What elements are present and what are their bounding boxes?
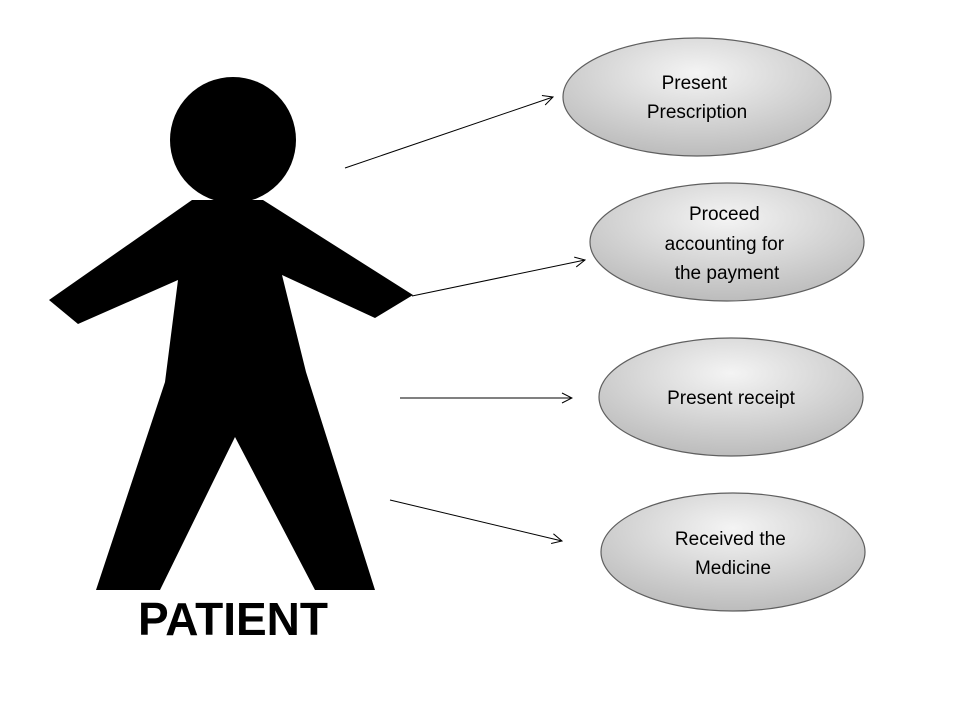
use-case-ellipse	[598, 337, 864, 457]
actor-label: PATIENT	[138, 593, 328, 645]
use-case-proceed-accounting[interactable]: Proceed accounting for the payment	[589, 182, 865, 302]
actor-body	[49, 200, 413, 590]
use-case-ellipse	[562, 37, 832, 157]
use-case-ellipse	[600, 492, 866, 612]
stick-figure-icon	[49, 77, 413, 590]
actor-head	[170, 77, 296, 203]
arrow-to-present-prescription	[344, 97, 553, 169]
use-case-label: Present Prescription	[647, 73, 747, 123]
use-case-ellipse	[589, 182, 865, 302]
use-case-received-medicine[interactable]: Received the Medicine	[600, 492, 866, 612]
arrow-to-proceed-accounting	[411, 260, 585, 297]
use-case-label: Proceed accounting for the payment	[665, 204, 790, 284]
arrow-to-received-medicine	[389, 499, 562, 541]
use-case-label: Present receipt	[667, 388, 796, 409]
use-case-present-prescription[interactable]: Present Prescription	[562, 37, 832, 157]
use-case-present-receipt[interactable]: Present receipt	[598, 337, 864, 457]
association-arrows	[344, 97, 585, 541]
use-case-label: Received the Medicine	[675, 529, 791, 579]
